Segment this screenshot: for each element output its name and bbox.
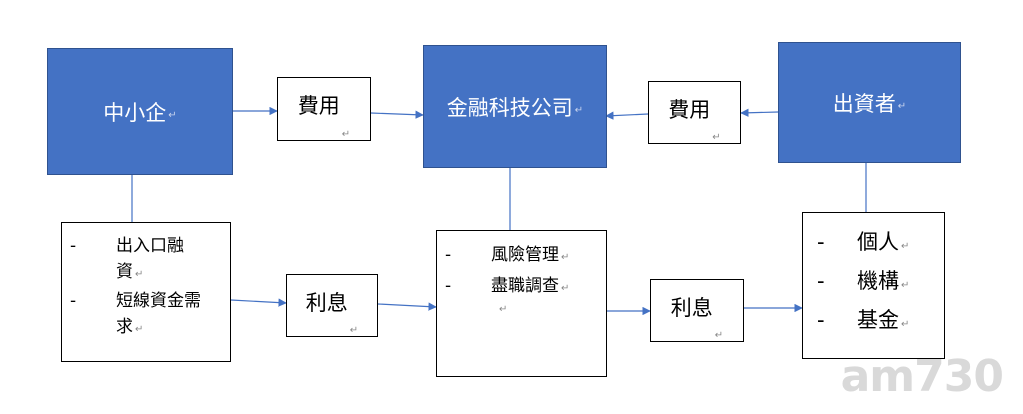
paragraph-mark: ↵: [901, 319, 910, 330]
fintech-roles-list: - 風險管理↵ - 盡職調查↵: [445, 241, 598, 303]
paragraph-mark: ↵: [897, 101, 907, 112]
trailing-paragraph-mark: ↵: [499, 304, 508, 315]
arrow-interest-to-roles: [377, 302, 437, 311]
list-item-text: 基金: [857, 308, 899, 332]
node-investor-label: 出資者: [832, 91, 896, 116]
fee-left-label: 費用: [297, 94, 340, 118]
node-fintech-label: 金融科技公司: [446, 95, 573, 120]
list-item-text: 出入口融資: [116, 236, 184, 282]
list-item-text: 短線資金需求: [116, 291, 201, 337]
fee-right-label: 費用: [668, 98, 711, 122]
paragraph-mark: ↵: [714, 330, 724, 341]
node-sme-label: 中小企: [103, 100, 167, 125]
box-fee-right: 費用↵: [648, 81, 741, 144]
box-fee-left: 費用↵: [277, 77, 371, 141]
paragraph-mark: ↵: [135, 324, 144, 335]
node-sme: 中小企↵: [47, 48, 233, 175]
list-item: - 短線資金需求↵: [70, 291, 201, 337]
list-item-text: 個人: [857, 230, 899, 254]
investor-types-list: - 個人↵ - 機構↵ - 基金↵: [817, 225, 936, 342]
paragraph-mark: ↵: [168, 110, 177, 121]
interest-right-label: 利息: [670, 296, 713, 320]
sme-needs-list: - 出入口融資↵ - 短線資金需求↵: [70, 233, 222, 343]
interest-left-label: 利息: [305, 291, 348, 315]
box-sme-needs: - 出入口融資↵ - 短線資金需求↵: [61, 222, 231, 362]
arrow-fee-to-fintech: [370, 110, 424, 119]
list-item-text: 風險管理: [491, 245, 559, 265]
box-interest-left: 利息↵: [286, 274, 378, 337]
list-item: - 盡職調查↵: [445, 276, 570, 296]
list-item-text: 盡職調查: [491, 276, 559, 296]
paragraph-mark: ↵: [901, 280, 910, 291]
arrow-investor-to-fee: [740, 108, 779, 117]
paragraph-mark: ↵: [135, 269, 144, 280]
list-item: - 個人↵: [817, 230, 910, 254]
node-investor: 出資者↵: [778, 42, 961, 163]
list-item: - 機構↵: [817, 269, 910, 293]
paragraph-mark: ↵: [341, 129, 351, 140]
paragraph-mark: ↵: [574, 105, 584, 116]
list-item: - 出入口融資↵: [70, 236, 184, 282]
paragraph-mark: ↵: [561, 283, 570, 294]
node-fintech: 金融科技公司↵: [423, 45, 607, 168]
arrow-needs-to-interest: [230, 298, 287, 307]
list-item-text: 機構: [857, 269, 899, 293]
paragraph-mark: ↵: [712, 132, 721, 143]
list-item: - 基金↵: [817, 308, 910, 332]
arrow-fee-to-fintech-right: [605, 111, 649, 120]
watermark-logo: am730: [840, 351, 1004, 402]
paragraph-mark: ↵: [561, 252, 570, 263]
paragraph-mark: ↵: [349, 325, 359, 336]
list-item: - 風險管理↵: [445, 245, 570, 265]
box-investor-types: - 個人↵ - 機構↵ - 基金↵: [802, 212, 945, 359]
paragraph-mark: ↵: [901, 241, 910, 252]
box-interest-right: 利息↵: [650, 279, 744, 342]
box-fintech-roles: - 風險管理↵ - 盡職調查↵ ↵: [436, 230, 607, 377]
